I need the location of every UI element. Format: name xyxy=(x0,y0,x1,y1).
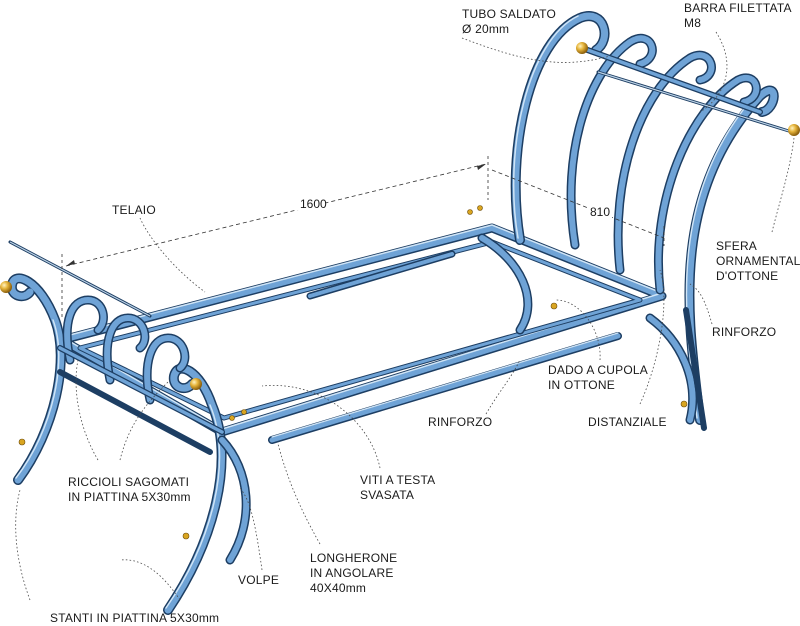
label-sfera-1: SFERA xyxy=(716,239,757,253)
labels: TUBO SALDATO Ø 20mm BARRA FILETTATA M8 T… xyxy=(50,1,800,625)
fasteners xyxy=(18,205,688,540)
footboard xyxy=(6,240,251,615)
brass-sphere xyxy=(190,378,202,390)
label-barra-filettata: BARRA FILETTATA xyxy=(684,1,792,15)
label-longherone-1: LONGHERONE xyxy=(310,551,397,565)
label-viti-1: VITI A TESTA xyxy=(360,473,435,487)
label-distanziale: DISTANZIALE xyxy=(588,415,667,429)
headboard xyxy=(477,11,794,431)
label-stanti: STANTI IN PIATTINA 5X30mm xyxy=(50,611,219,625)
label-sfera-2: ORNAMENTALE xyxy=(716,254,800,268)
brass-sphere xyxy=(788,124,800,136)
label-tubo-saldato: TUBO SALDATO xyxy=(462,7,556,21)
label-dado-1: DADO A CUPOLA xyxy=(548,363,648,377)
label-sfera-3: D'OTTONE xyxy=(716,269,778,283)
label-rinforzo-center: RINFORZO xyxy=(428,415,492,429)
dimension-810: 810 xyxy=(491,169,665,246)
label-longherone-3: 40X40mm xyxy=(310,581,366,595)
label-tubo-saldato-dim: Ø 20mm xyxy=(462,22,509,36)
label-telaio: TELAIO xyxy=(112,203,156,217)
dim-length-label: 1600 xyxy=(300,197,327,211)
dim-width-label: 810 xyxy=(590,205,610,219)
brass-spheres xyxy=(0,42,800,390)
label-volpe: VOLPE xyxy=(238,573,279,587)
label-longherone-2: IN ANGOLARE xyxy=(310,566,394,580)
label-viti-2: SVASATA xyxy=(360,488,414,502)
longherone-angolare xyxy=(268,332,622,444)
label-riccioli-1: RICCIOLI SAGOMATI xyxy=(68,475,189,489)
rinforzo-centrale xyxy=(306,250,456,300)
brass-sphere xyxy=(0,281,12,293)
label-barra-filettata-dim: M8 xyxy=(684,16,701,30)
brass-sphere xyxy=(576,42,588,54)
dimension-1600: 1600 xyxy=(61,156,489,320)
leader-lines xyxy=(15,31,795,601)
label-riccioli-2: IN PIATTINA 5X30mm xyxy=(68,490,191,504)
label-dado-2: IN OTTONE xyxy=(548,378,615,392)
label-rinforzo-right: RINFORZO xyxy=(712,325,776,339)
